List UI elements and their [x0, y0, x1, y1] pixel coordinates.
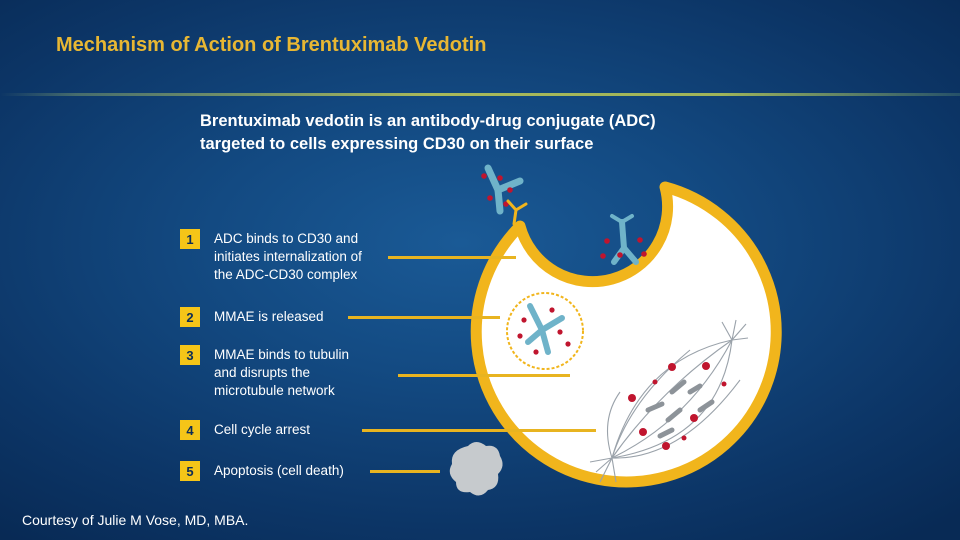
- step-2: 2 MMAE is released: [180, 307, 389, 327]
- step-text-line: Cell cycle arrest: [214, 421, 389, 439]
- step-3: 3 MMAE binds to tubulin and disrupts the…: [180, 345, 389, 400]
- step-text-line: ADC binds to CD30 and: [214, 230, 389, 248]
- step-text-line: and disrupts the: [214, 364, 389, 382]
- step-text-line: the ADC-CD30 complex: [214, 266, 389, 284]
- step-text: Cell cycle arrest: [214, 420, 389, 439]
- connector-3: [398, 374, 570, 377]
- step-text: MMAE binds to tubulin and disrupts the m…: [214, 345, 389, 400]
- step-text-line: microtubule network: [214, 382, 389, 400]
- apoptotic-cell: [450, 442, 503, 496]
- connector-4: [362, 429, 596, 432]
- adc-bound: [600, 216, 647, 262]
- step-1: 1 ADC binds to CD30 and initiates intern…: [180, 229, 389, 284]
- endosome: [507, 293, 583, 369]
- step-number-badge: 5: [180, 461, 200, 481]
- step-text-line: initiates internalization of: [214, 248, 389, 266]
- adc-approaching: [481, 168, 526, 224]
- step-number-badge: 2: [180, 307, 200, 327]
- step-text-line: MMAE binds to tubulin: [214, 346, 389, 364]
- step-text-line: Apoptosis (cell death): [214, 462, 389, 480]
- step-text: Apoptosis (cell death): [214, 461, 389, 480]
- connector-1: [388, 256, 516, 259]
- step-number-badge: 1: [180, 229, 200, 249]
- step-text-line: MMAE is released: [214, 308, 389, 326]
- image-credit: Courtesy of Julie M Vose, MD, MBA.: [22, 512, 248, 528]
- step-text: ADC binds to CD30 and initiates internal…: [214, 229, 389, 284]
- step-text: MMAE is released: [214, 307, 389, 326]
- step-number-badge: 3: [180, 345, 200, 365]
- step-4: 4 Cell cycle arrest: [180, 420, 389, 440]
- step-number-badge: 4: [180, 420, 200, 440]
- step-5: 5 Apoptosis (cell death): [180, 461, 389, 481]
